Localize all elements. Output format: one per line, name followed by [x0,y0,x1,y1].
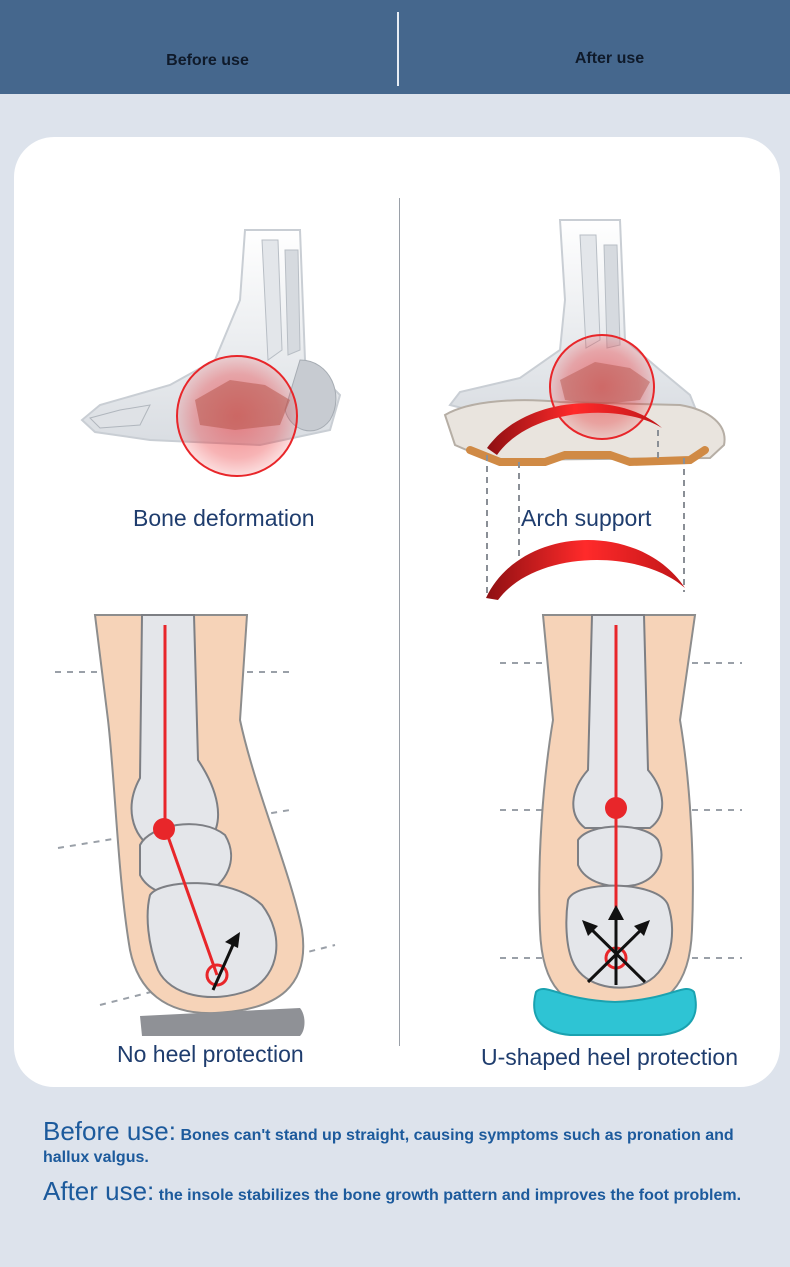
after-use-text: the insole stabilizes the bone growth pa… [158,1187,742,1204]
tab-before-use-label: Before use [166,52,249,69]
caption-no-heel-protection: No heel protection [117,1041,304,1067]
caption-u-shaped-heel-protection: U-shaped heel protection [481,1044,738,1070]
heel-u-shaped-protection-illustration [500,614,742,1036]
header-divider [397,12,399,86]
foot-bone-deformation-illustration [80,229,342,477]
after-use-description: After use: the insole stabilizes the bon… [43,1178,763,1207]
tab-after-use[interactable]: After use [412,12,790,106]
caption-arch-support: Arch support [521,505,652,531]
heel-no-protection-illustration [55,614,336,1036]
caption-bone-deformation: Bone deformation [133,505,315,531]
tab-before-use[interactable]: Before use [10,14,405,108]
shoe-arch-support-illustration [443,219,726,600]
before-use-description: Before use: Bones can't stand up straigh… [43,1118,763,1169]
before-use-label: Before use: [43,1116,176,1146]
before-use-text: Bones can't stand up straight, causing s… [43,1127,734,1166]
center-divider [399,198,400,1046]
after-use-label: After use: [43,1176,155,1206]
tab-after-use-label: After use [574,50,645,67]
header-bar: Before use After use [0,0,790,94]
